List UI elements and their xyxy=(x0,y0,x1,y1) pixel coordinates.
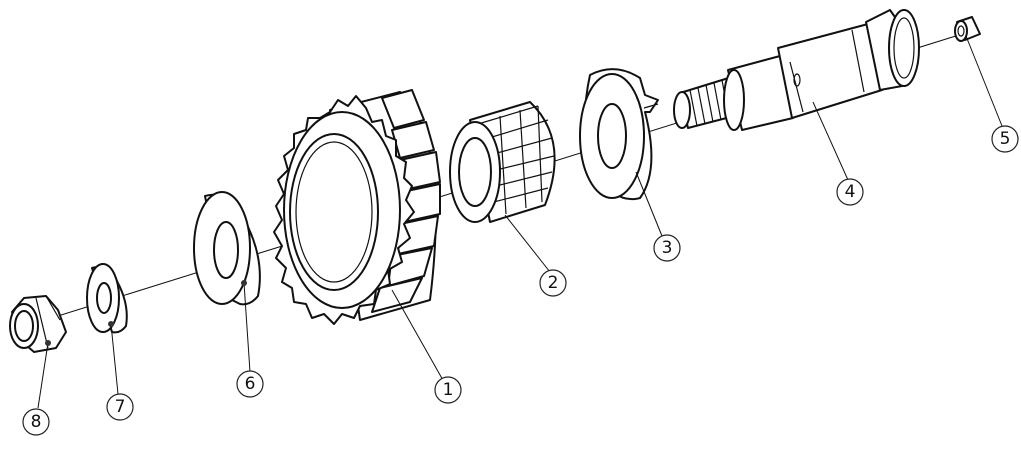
part-5-bushing xyxy=(954,16,981,42)
callout-7-label: 7 xyxy=(115,397,126,417)
part-6-flat-washer xyxy=(193,191,261,306)
part-4-shaft xyxy=(673,9,920,131)
callout-6: 6 xyxy=(236,370,264,398)
callout-2-label: 2 xyxy=(548,273,559,293)
callout-6-label: 6 xyxy=(245,374,256,394)
callout-8-label: 8 xyxy=(31,412,42,432)
callout-8: 8 xyxy=(22,408,50,436)
callout-5-label: 5 xyxy=(1000,129,1011,149)
callout-4: 4 xyxy=(836,178,864,206)
callout-7: 7 xyxy=(106,393,134,421)
callout-2: 2 xyxy=(539,269,567,297)
part-2-needle-bearing xyxy=(449,101,556,223)
part-8-lock-nut xyxy=(9,295,67,353)
callout-4-label: 4 xyxy=(845,182,856,202)
callout-1-label: 1 xyxy=(443,380,454,400)
part-1-spur-gear xyxy=(273,89,441,325)
part-7-small-washer xyxy=(86,263,128,334)
callout-1: 1 xyxy=(434,376,462,404)
callout-5: 5 xyxy=(991,125,1019,153)
leaders xyxy=(37,35,1003,409)
part-3-tab-washer xyxy=(579,68,659,201)
callout-3-label: 3 xyxy=(662,238,673,258)
callout-3: 3 xyxy=(653,234,681,262)
